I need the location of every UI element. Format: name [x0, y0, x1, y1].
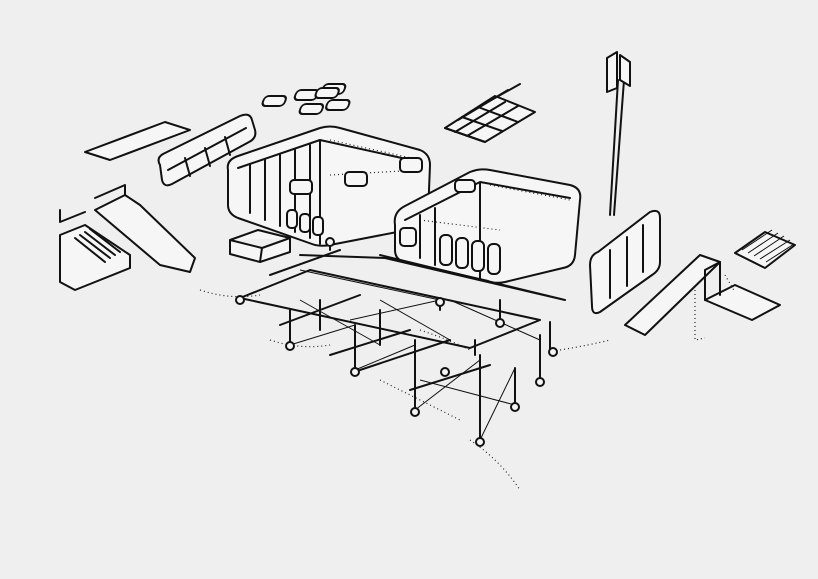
grate-panel [734, 229, 796, 269]
living-module-2 [393, 168, 582, 284]
window-panel-left [157, 113, 257, 187]
entry-step [694, 261, 781, 341]
window-panel-right [589, 209, 661, 315]
floor-pads [261, 83, 351, 115]
support-frame [235, 237, 566, 447]
wind-turbine-pole [606, 51, 631, 216]
ground-stipple [199, 289, 611, 491]
frame-feet [235, 237, 558, 447]
small-box [229, 229, 291, 263]
roof-panel [84, 121, 191, 161]
stair-unit [59, 184, 196, 291]
solar-panel-grid [444, 83, 536, 143]
